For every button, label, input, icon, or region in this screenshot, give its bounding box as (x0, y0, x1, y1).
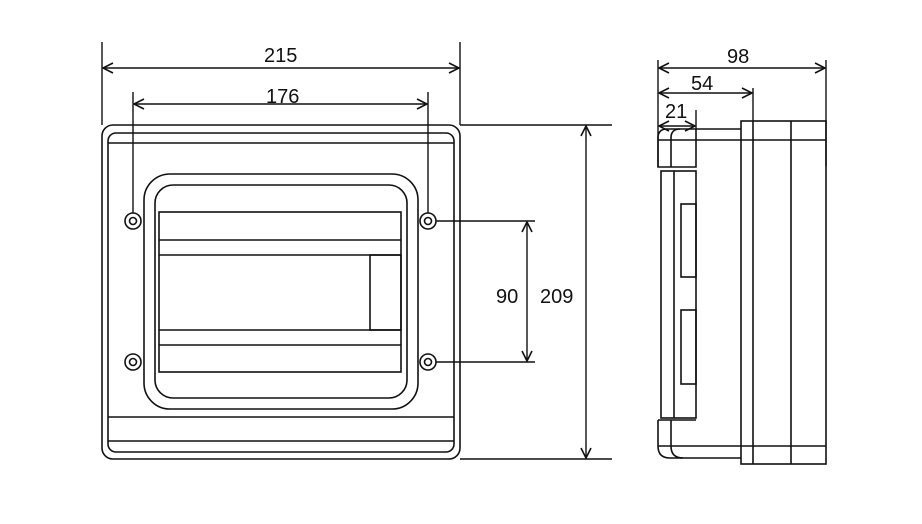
side-view: 98 54 21 (657, 46, 827, 465)
dimension-21: 21 (659, 101, 697, 129)
dimension-54: 54 (659, 73, 754, 121)
mount-width-label: 176 (266, 86, 299, 108)
latch (369, 254, 402, 331)
dimension-209: 209 (460, 124, 612, 460)
cover-inner (670, 128, 681, 167)
front-view: 215 176 90 209 (101, 42, 612, 460)
window-frame-inner (154, 184, 408, 399)
outer-housing (101, 124, 461, 460)
width-label: 215 (264, 45, 297, 67)
depth-label: 98 (727, 46, 749, 68)
door-window (680, 203, 697, 278)
cover-bottom (657, 420, 741, 459)
dimension-176: 176 (132, 86, 429, 213)
inner-housing (107, 132, 455, 453)
door (660, 170, 697, 419)
body (740, 120, 827, 465)
window-frame-outer (143, 173, 419, 410)
breaker-panel (158, 211, 402, 373)
dimension-90: 90 (436, 220, 535, 363)
body-depth-label: 54 (691, 73, 713, 95)
cover-bottom-inner (670, 420, 684, 459)
dimension-215: 215 (101, 42, 461, 125)
cover-top-cap (657, 128, 697, 168)
mount-height-label: 90 (496, 286, 518, 308)
dimension-98: 98 (657, 46, 827, 167)
cover-depth-label: 21 (665, 101, 687, 123)
door-window (680, 309, 697, 385)
screw-holes (124, 212, 437, 371)
height-label: 209 (540, 286, 573, 308)
